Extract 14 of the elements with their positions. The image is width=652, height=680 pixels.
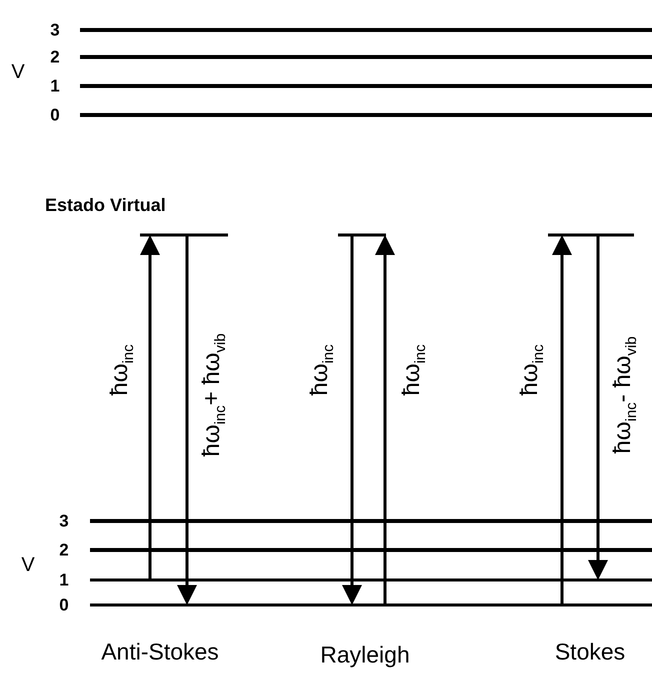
process-label: Anti-Stokes xyxy=(101,640,219,664)
level-number: 0 xyxy=(59,596,69,614)
level-number: 3 xyxy=(59,512,69,530)
axis-label: V xyxy=(11,62,25,82)
level-number: 1 xyxy=(59,572,69,588)
process-label: Stokes xyxy=(554,640,626,664)
level-number: 3 xyxy=(50,22,60,38)
level-number: 0 xyxy=(50,106,60,124)
level-number: 2 xyxy=(50,48,60,66)
axis-label: V xyxy=(21,555,35,575)
level-number: 2 xyxy=(59,542,69,558)
process-label: Rayleigh xyxy=(320,644,410,666)
level-number: 1 xyxy=(50,78,60,94)
state-label: Estado Virtual xyxy=(45,196,166,214)
